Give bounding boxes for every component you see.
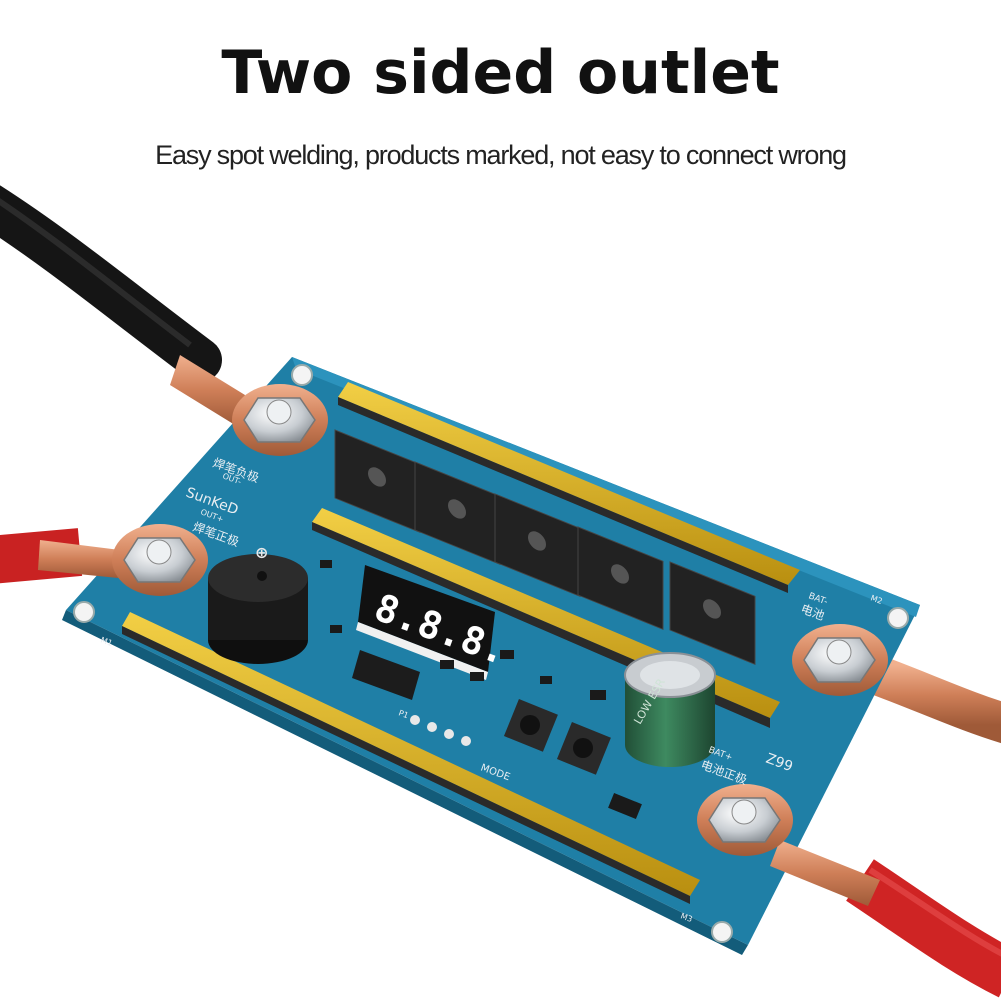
svg-text:M1: M1 [99, 635, 113, 648]
terminal-right [792, 624, 888, 696]
pcb-board [62, 357, 920, 955]
svg-text:M3: M3 [679, 911, 693, 924]
red-cable-bottom-right [846, 859, 1001, 998]
ic-chip [352, 650, 420, 700]
buzzer: ⊕ [208, 543, 308, 664]
svg-text:P1: P1 [397, 708, 409, 720]
subheadline: Easy spot welding, products marked, not … [155, 140, 847, 170]
terminal-left [38, 524, 208, 596]
smd-components [320, 560, 642, 820]
terminal-top-left [170, 355, 328, 456]
black-cable [0, 185, 222, 382]
svg-text:⊕: ⊕ [255, 543, 268, 562]
svg-text:M2: M2 [869, 593, 883, 606]
push-buttons [503, 698, 611, 775]
capacitor: LOW ESR [624, 652, 716, 767]
mosfet-row [334, 429, 756, 666]
busbars [122, 382, 800, 904]
headline: Two sided outlet [221, 38, 780, 108]
terminal-bottom-right [697, 784, 880, 906]
